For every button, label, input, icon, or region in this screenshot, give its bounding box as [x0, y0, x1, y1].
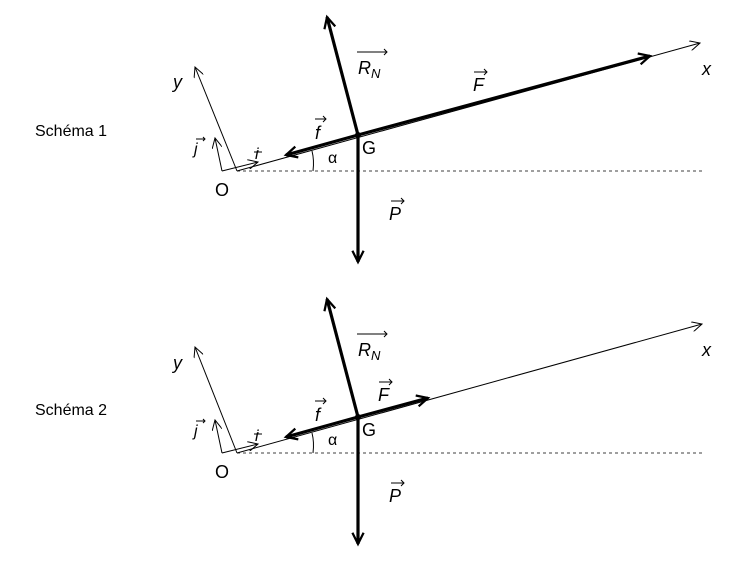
schema-2-angle-arc: [311, 432, 314, 454]
schema-1-rn-vector: [327, 17, 360, 136]
schema-1-origin-label: O: [215, 180, 229, 200]
schema-2: Schéma 2 x y i j O α G RN F: [35, 299, 712, 544]
schema-1-i-arrow-mark: [254, 150, 262, 153]
schema-1-f-vector: [357, 56, 650, 137]
schema-1-p-label: P: [389, 204, 401, 224]
schema-1-f-label: F: [473, 75, 485, 95]
schema-2-origin-label: O: [215, 462, 229, 482]
schema-2-j-vector: [215, 420, 223, 454]
schema-2-caption: Schéma 2: [35, 402, 107, 419]
schema-2-i-label: i: [255, 428, 259, 445]
schema-1-j-vector: [215, 138, 223, 172]
schema-2-g-label: G: [362, 420, 376, 440]
schema-1-p-arrow-mark: [391, 197, 405, 205]
schema-2-angle-label: α: [328, 432, 337, 449]
schema-2-friction-vector: [286, 415, 359, 437]
schema-2-p-label: P: [389, 486, 401, 506]
schema-1-g-label: G: [362, 138, 376, 158]
schema-2-i-vector: [221, 444, 258, 454]
schema-1-angle-arc: [311, 150, 314, 172]
schema-2-friction-arrow-mark: [315, 397, 327, 405]
schema-1-friction-vector: [286, 133, 359, 155]
schema-2-j-label: j: [192, 423, 198, 440]
schema-1-i-vector: [221, 162, 258, 172]
schema-2-p-arrow-mark: [391, 479, 405, 487]
schema-1-angle-label: α: [328, 150, 337, 167]
schema-1-y-axis: [195, 67, 238, 172]
schema-2-y-label: y: [171, 353, 183, 373]
schema-1-caption: Schéma 1: [35, 123, 107, 140]
schema-1-rn-label: RN: [358, 58, 381, 81]
schema-1-i-label: i: [255, 146, 259, 163]
schema-1-rn-arrow-mark: [357, 48, 388, 56]
schema-2-x-axis: [236, 324, 702, 454]
schema-1-j-arrow-mark: [196, 136, 206, 142]
schema-1-friction-arrow-mark: [315, 115, 327, 123]
schema-2-f-arrow-mark: [379, 378, 393, 386]
schema-2-x-label: x: [701, 340, 712, 360]
schema-2-y-axis: [195, 347, 238, 454]
schema-1-friction-label: f: [315, 123, 322, 143]
schema-1: Schéma 1 x y i j O α G RN F: [35, 17, 712, 262]
schema-2-i-arrow-mark: [254, 432, 262, 435]
schema-1-y-label: y: [171, 72, 183, 92]
schema-2-f-vector: [357, 398, 428, 419]
schema-1-x-label: x: [701, 59, 712, 79]
schema-2-f-label: F: [378, 385, 390, 405]
schema-2-j-arrow-mark: [196, 418, 206, 424]
schema-2-friction-label: f: [315, 405, 322, 425]
schema-2-rn-arrow-mark: [357, 330, 388, 338]
schema-2-rn-vector: [327, 299, 360, 418]
schema-1-f-arrow-mark: [474, 68, 488, 76]
schema-1-j-label: j: [192, 141, 198, 158]
schema-2-rn-label: RN: [358, 340, 381, 363]
